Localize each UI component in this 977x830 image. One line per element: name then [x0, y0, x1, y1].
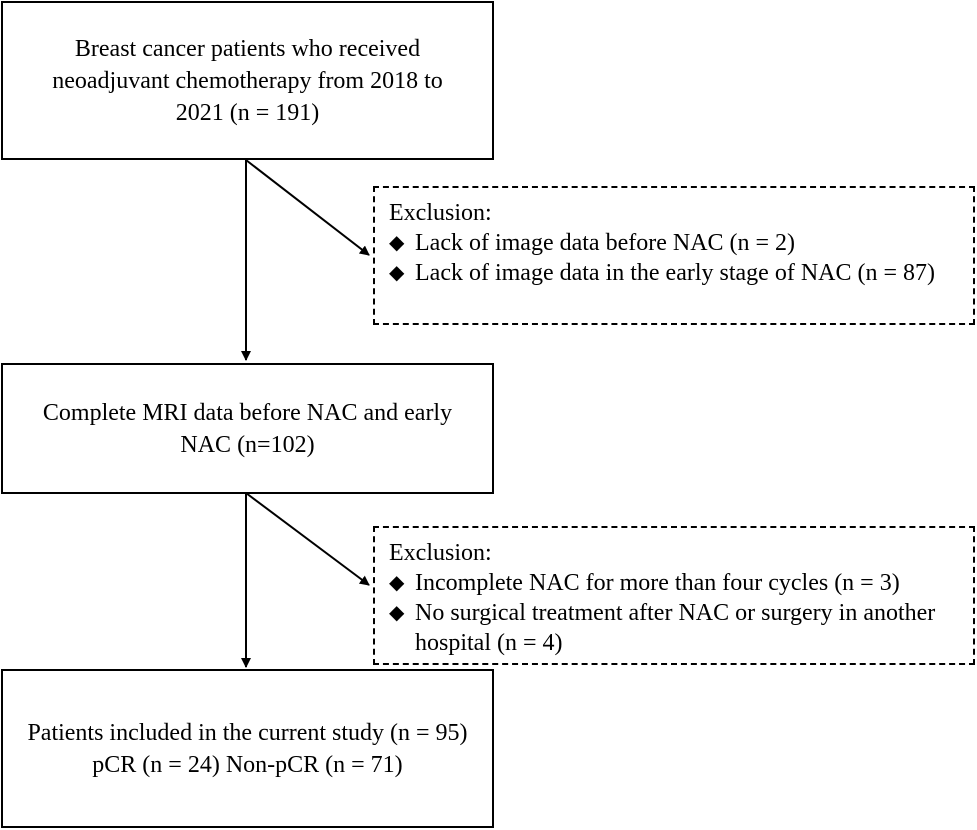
exclusion-heading: Exclusion: — [389, 540, 492, 566]
exclusion-item: ◆ Lack of image data in the early stage … — [389, 258, 959, 288]
exclusion-heading: Exclusion: — [389, 200, 492, 226]
start-box-text: Breast cancer patients who received neoa… — [44, 33, 451, 129]
mri-box-line: Complete MRI data before NAC and early — [42, 399, 453, 426]
exclusion-box-2: Exclusion: ◆ Incomplete NAC for more tha… — [373, 526, 975, 665]
diamond-bullet-icon: ◆ — [389, 572, 405, 594]
start-box-line: Breast cancer patients who received — [74, 35, 421, 62]
mri-box-text: Complete MRI data before NAC and early N… — [35, 397, 460, 461]
start-box-line: 2021 (n = 191) — [175, 99, 320, 126]
mri-box-line: NAC (n=102) — [180, 431, 315, 458]
diamond-bullet-icon: ◆ — [389, 262, 405, 284]
final-box-line: Patients included in the current study (… — [27, 719, 468, 746]
final-box: Patients included in the current study (… — [1, 669, 494, 828]
arrow-start-to-exclusion-1 — [245, 159, 370, 256]
start-box-line: neoadjuvant chemotherapy from 2018 to — [52, 67, 443, 94]
exclusion-item: ◆ Incomplete NAC for more than four cycl… — [389, 568, 959, 598]
exclusion-item-text: Lack of image data before NAC (n = 2) — [415, 230, 796, 256]
exclusion-item: ◆ No surgical treatment after NAC or sur… — [389, 598, 959, 658]
exclusion-item-text: Lack of image data in the early stage of… — [415, 260, 936, 286]
exclusion-item-text: Incomplete NAC for more than four cycles… — [415, 570, 900, 596]
exclusion-item-text: No surgical treatment after NAC or surge… — [415, 600, 936, 656]
start-box: Breast cancer patients who received neoa… — [1, 1, 494, 160]
final-box-text: Patients included in the current study (… — [19, 717, 475, 781]
mri-box: Complete MRI data before NAC and early N… — [1, 363, 494, 494]
arrow-mri-to-exclusion-2 — [245, 492, 370, 586]
diamond-bullet-icon: ◆ — [389, 602, 405, 624]
final-box-line: pCR (n = 24) Non-pCR (n = 71) — [92, 751, 403, 778]
exclusion-box-1: Exclusion: ◆ Lack of image data before N… — [373, 186, 975, 325]
exclusion-item: ◆ Lack of image data before NAC (n = 2) — [389, 228, 959, 258]
diamond-bullet-icon: ◆ — [389, 232, 405, 254]
